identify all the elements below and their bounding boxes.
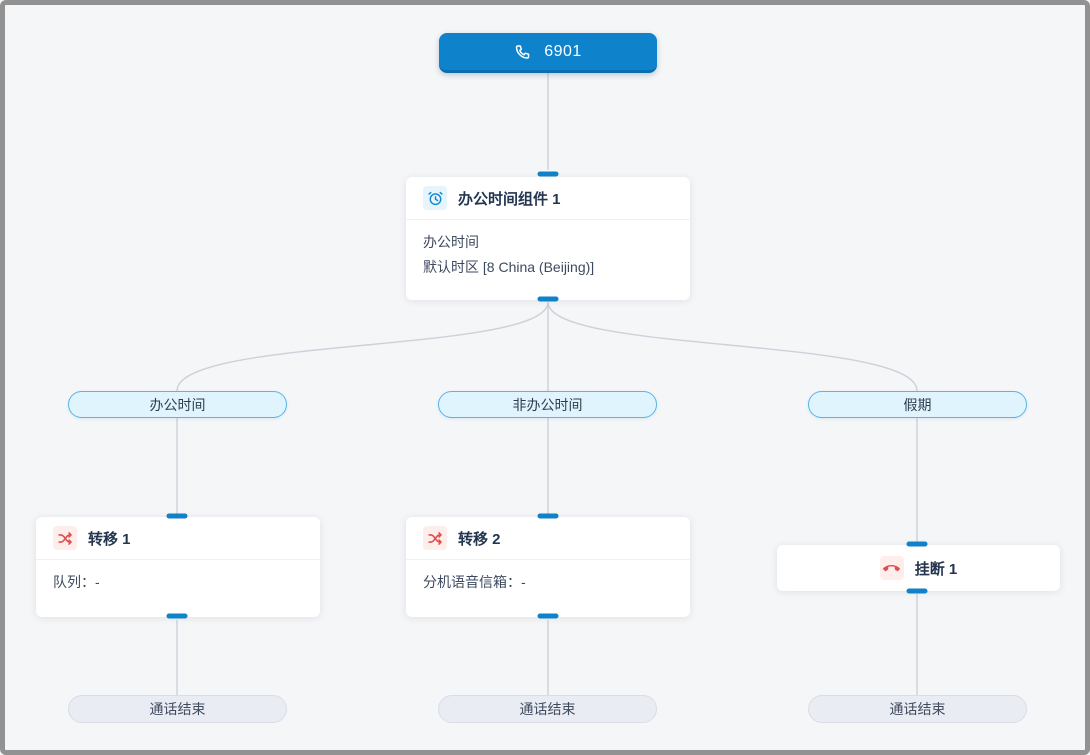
connector-bar [537, 171, 559, 177]
branch-label: 办公时间 [149, 396, 206, 413]
terminal-label: 通话结束 [519, 701, 576, 717]
alarm-clock-icon [423, 186, 447, 210]
transfer-1-details: 队列：- [36, 560, 320, 605]
branch-holiday: 假期 [808, 391, 1027, 418]
transfer-2-header: 转移 2 [406, 517, 690, 560]
transfer-1-node[interactable]: 转移 1 队列：- [36, 517, 320, 617]
connector-bar [906, 541, 928, 547]
transfer-2-details: 分机语音信箱：- [406, 560, 690, 605]
transfer-2-detail: 分机语音信箱：- [423, 574, 526, 590]
hangup-1-title: 挂断 1 [914, 560, 958, 578]
office-time-component-node[interactable]: 办公时间组件 1 办公时间 默认时区 [8 China (Beijing)] [406, 177, 690, 300]
transfer-2-node[interactable]: 转移 2 分机语音信箱：- [406, 517, 690, 617]
branch-outside-office-hours: 非办公时间 [438, 391, 657, 418]
connector-bar [166, 513, 188, 519]
office-time-line1: 办公时间 [423, 234, 479, 250]
transfer-1-title: 转移 1 [88, 530, 131, 548]
transfer-2-title: 转移 2 [458, 530, 501, 548]
connector-bar [906, 588, 928, 594]
branch-label: 假期 [903, 396, 932, 413]
call-end-left: 通话结束 [68, 695, 287, 723]
extension-node[interactable]: 6901 [439, 33, 657, 73]
branch-office-hours: 办公时间 [68, 391, 287, 418]
transfer-1-header: 转移 1 [36, 517, 320, 560]
hangup-phone-icon [879, 556, 904, 580]
branch-label: 非办公时间 [512, 396, 583, 413]
office-time-title: 办公时间组件 1 [458, 190, 561, 208]
transfer-1-detail: 队列：- [53, 574, 100, 590]
terminal-label: 通话结束 [149, 701, 206, 717]
connector-bar [537, 296, 559, 302]
connector-bar [166, 613, 188, 619]
terminal-label: 通话结束 [889, 701, 946, 717]
office-time-line2: 默认时区 [8 China (Beijing)] [423, 259, 595, 275]
call-end-middle: 通话结束 [438, 695, 657, 723]
shuffle-icon [53, 526, 77, 550]
connector-bar [537, 513, 559, 519]
extension-number: 6901 [544, 42, 582, 60]
office-time-details: 办公时间 默认时区 [8 China (Beijing)] [406, 220, 690, 290]
shuffle-icon [423, 526, 447, 550]
office-time-header: 办公时间组件 1 [406, 177, 690, 220]
call-end-right: 通话结束 [808, 695, 1027, 723]
hangup-1-node[interactable]: 挂断 1 [777, 545, 1060, 591]
phone-icon [514, 43, 532, 61]
connector-bar [537, 613, 559, 619]
